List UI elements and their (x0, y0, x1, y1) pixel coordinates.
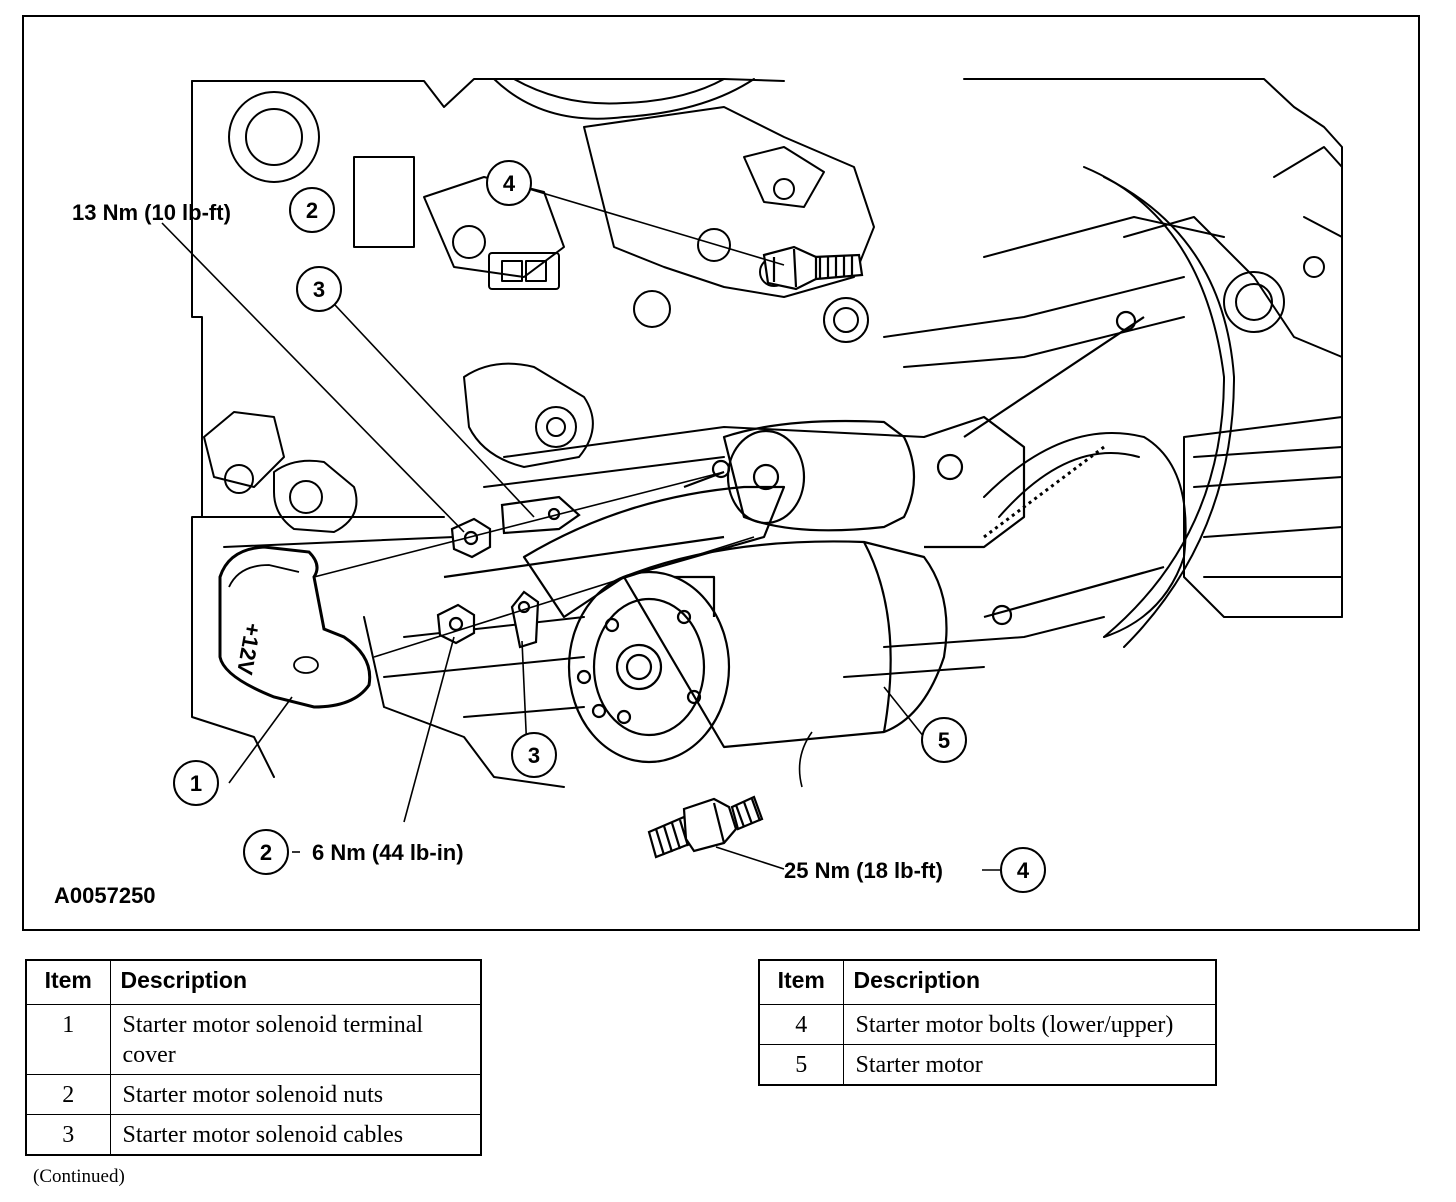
legend-header-row: Item Description (758, 959, 1217, 1005)
legend-header-description: Description (109, 959, 482, 1005)
callout-3-upper: 3 (296, 266, 342, 312)
svg-text:5: 5 (938, 728, 950, 753)
callout-2-lower: 2 (243, 829, 289, 875)
lower-bolt (647, 795, 764, 859)
continued-note: (Continued) (33, 1166, 125, 1187)
legend-item-description: Starter motor solenoid terminal cover (109, 1004, 482, 1075)
legend-header-item: Item (25, 959, 111, 1005)
legend-table-left: Item Description 1 Starter motor solenoi… (25, 959, 482, 1156)
callout-2-upper: 2 (289, 187, 335, 233)
legend-header-item: Item (758, 959, 844, 1005)
legend-item-number: 3 (25, 1114, 111, 1156)
legend-row: 4 Starter motor bolts (lower/upper) (758, 1004, 1217, 1045)
legend-row: 5 Starter motor (758, 1044, 1217, 1086)
solenoid-nut-lower (436, 603, 476, 645)
svg-text:3: 3 (528, 743, 540, 768)
legend-header-description: Description (842, 959, 1217, 1005)
legend-row: 2 Starter motor solenoid nuts (25, 1074, 482, 1115)
legend-item-description: Starter motor (842, 1044, 1217, 1086)
torque-label-upper-nut: 13 Nm (10 lb-ft) (72, 200, 231, 225)
legend-row: 1 Starter motor solenoid terminal cover (25, 1004, 482, 1075)
legend-item-number: 1 (25, 1004, 111, 1075)
solenoid-cable-upper (500, 495, 581, 535)
solenoid-cable-lower (510, 590, 540, 649)
callout-3-lower: 3 (511, 732, 557, 778)
legend-row: 3 Starter motor solenoid cables (25, 1114, 482, 1156)
legend-item-description: Starter motor solenoid cables (109, 1114, 482, 1156)
figure-id-code: A0057250 (54, 883, 156, 908)
torque-label-lower-bolt: 25 Nm (18 lb-ft) (784, 858, 943, 883)
diagram-figure: +12V (22, 15, 1420, 931)
svg-text:1: 1 (190, 771, 202, 796)
legend-header-row: Item Description (25, 959, 482, 1005)
svg-text:2: 2 (306, 198, 318, 223)
legend-item-description: Starter motor solenoid nuts (109, 1074, 482, 1115)
svg-text:3: 3 (313, 277, 325, 302)
legend-table-right: Item Description 4 Starter motor bolts (… (758, 959, 1217, 1086)
callout-4-lower: 4 (1000, 847, 1046, 893)
svg-text:4: 4 (1017, 858, 1030, 883)
legend-item-number: 4 (758, 1004, 844, 1045)
upper-bolt (762, 245, 864, 291)
torque-label-lower-nut: 6 Nm (44 lb-in) (312, 840, 464, 865)
engine-background-linework (191, 78, 1343, 788)
legend-item-description: Starter motor bolts (lower/upper) (842, 1004, 1217, 1045)
svg-text:4: 4 (503, 171, 516, 196)
svg-text:2: 2 (260, 840, 272, 865)
legend-item-number: 2 (25, 1074, 111, 1115)
callout-1: 1 (173, 760, 219, 806)
callout-5: 5 (921, 717, 967, 763)
callout-4-upper: 4 (486, 160, 532, 206)
leader-lines (161, 182, 1000, 871)
starter-motor (443, 310, 1165, 764)
solenoid-terminal-cover: +12V (218, 545, 372, 709)
legend-item-number: 5 (758, 1044, 844, 1086)
diagram-drawing: +12V (54, 78, 1343, 908)
